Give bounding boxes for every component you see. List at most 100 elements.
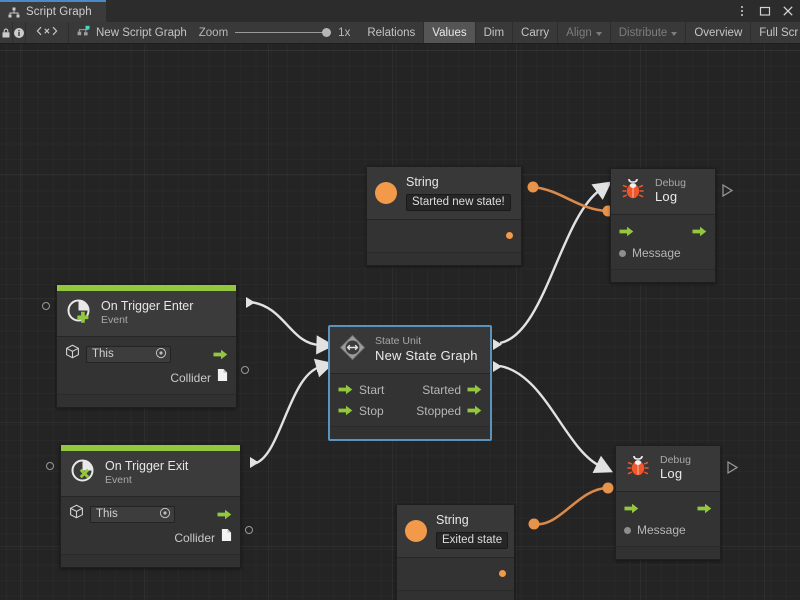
flow-out-arrow[interactable]: [213, 349, 228, 360]
node-footer: [611, 269, 715, 282]
node-debug-log-bottom[interactable]: Debug Log Message: [615, 445, 721, 560]
overview-button[interactable]: Overview: [686, 22, 752, 43]
node-footer: [367, 251, 521, 265]
trigger-enter-external-value-in[interactable]: [42, 302, 50, 310]
window-titlebar: Script Graph: [0, 0, 800, 22]
zoom-slider[interactable]: [235, 27, 332, 38]
variables-icon-button[interactable]: [26, 22, 69, 43]
trigger-exit-external-value-in[interactable]: [46, 462, 54, 470]
relations-button[interactable]: Relations: [359, 22, 425, 43]
node-header: String Exited state: [397, 505, 514, 558]
zoom-slider-handle[interactable]: [322, 28, 332, 37]
node-header: State Unit New State Graph: [330, 327, 490, 374]
string-output-port[interactable]: [499, 570, 506, 578]
state-output-started-label: Started: [422, 382, 461, 397]
gameobject-cube-icon: [69, 504, 84, 524]
node-footer: [397, 589, 514, 600]
fullscreen-button[interactable]: Full Scr: [751, 22, 800, 43]
event-plus-icon: [66, 298, 92, 329]
flow-in-arrow[interactable]: [338, 405, 353, 416]
flow-out-arrow[interactable]: [697, 503, 712, 514]
trigger-enter-external-collider-out[interactable]: [241, 366, 249, 374]
flow-in-arrow[interactable]: [624, 503, 639, 514]
trigger-enter-external-flow-out[interactable]: [245, 296, 256, 309]
state-output-stopped-label: Stopped: [416, 403, 461, 418]
flow-out-arrow[interactable]: [467, 405, 482, 416]
edge-endpoint-source: [527, 181, 539, 193]
target-picker-icon[interactable]: [159, 507, 171, 522]
tab-label: Script Graph: [26, 6, 92, 18]
maximize-icon[interactable]: [759, 5, 771, 17]
tab-script-graph[interactable]: Script Graph: [0, 0, 106, 22]
debug-bottom-external-flow-port[interactable]: [727, 461, 738, 474]
target-value: This: [92, 348, 114, 360]
flow-in-arrow[interactable]: [619, 226, 634, 237]
trigger-exit-external-flow-out[interactable]: [249, 456, 260, 469]
node-body: Start Started Stop Stopped: [330, 374, 490, 421]
node-string-bottom[interactable]: String Exited state: [396, 504, 515, 600]
edge-started-to-debug-top: [499, 181, 612, 345]
zoom-control[interactable]: Zoom 1x: [197, 22, 360, 43]
trigger-exit-external-collider-out[interactable]: [245, 526, 253, 534]
edge-stopped-to-debug-bottom: [499, 364, 613, 474]
graph-toolbar: New Script Graph Zoom 1x Relations Value…: [0, 22, 800, 44]
node-header: On Trigger Enter Event: [57, 291, 236, 337]
node-title: String: [436, 513, 469, 527]
debug-bug-icon: [625, 453, 651, 484]
flow-out-arrow[interactable]: [692, 226, 707, 237]
collider-document-icon[interactable]: [217, 368, 228, 387]
string-output-port[interactable]: [506, 232, 513, 240]
target-picker-icon[interactable]: [155, 347, 167, 362]
debug-top-external-flow-port[interactable]: [722, 184, 733, 197]
state-input-stop-label: Stop: [359, 403, 384, 418]
node-header: Debug Log: [611, 169, 715, 215]
edge-string-bottom-to-message: [533, 486, 609, 526]
values-button[interactable]: Values: [424, 22, 476, 43]
graph-canvas[interactable]: String Started new state!: [0, 44, 800, 600]
state-unit-external-start-in[interactable]: [316, 338, 327, 351]
message-input-port[interactable]: [619, 249, 626, 257]
flow-out-arrow[interactable]: [217, 509, 232, 520]
state-unit-external-stopped-out[interactable]: [492, 360, 503, 373]
string-value-input[interactable]: Exited state: [436, 531, 509, 549]
zoom-label: Zoom: [198, 26, 229, 39]
state-unit-external-started-out[interactable]: [492, 338, 503, 351]
node-body: [397, 558, 514, 585]
string-value-input[interactable]: Started new state!: [406, 193, 511, 211]
graph-name-field[interactable]: New Script Graph: [69, 22, 197, 43]
target-dropdown[interactable]: This: [90, 505, 175, 523]
state-unit-external-stop-in[interactable]: [316, 360, 327, 373]
dim-button[interactable]: Dim: [476, 22, 514, 43]
code-brackets-icon: [34, 25, 60, 40]
string-orange-circle-icon: [405, 519, 427, 542]
node-debug-log-top[interactable]: Debug Log Message: [610, 168, 716, 283]
collider-document-icon[interactable]: [221, 528, 232, 547]
target-value: This: [96, 508, 118, 520]
flow-in-arrow[interactable]: [338, 384, 353, 395]
node-state-unit[interactable]: State Unit New State Graph Start Started: [329, 326, 491, 440]
debug-bug-icon: [620, 176, 646, 207]
state-input-start-label: Start: [359, 382, 385, 397]
node-on-trigger-exit[interactable]: On Trigger Exit Event This: [60, 444, 241, 568]
node-header: String Started new state!: [367, 167, 521, 220]
carry-button[interactable]: Carry: [513, 22, 559, 43]
align-dropdown[interactable]: Align: [558, 22, 611, 43]
node-string-top[interactable]: String Started new state!: [366, 166, 522, 266]
node-header: On Trigger Exit Event: [61, 451, 240, 497]
flow-out-arrow[interactable]: [467, 384, 482, 395]
message-input-port[interactable]: [624, 526, 631, 534]
gameobject-cube-icon: [65, 344, 80, 364]
node-title: New State Graph: [375, 347, 478, 363]
lock-icon[interactable]: [0, 22, 13, 43]
target-dropdown[interactable]: This: [86, 345, 171, 363]
info-icon[interactable]: [13, 22, 26, 43]
node-on-trigger-enter[interactable]: On Trigger Enter Event This: [56, 284, 237, 408]
distribute-dropdown[interactable]: Distribute: [611, 22, 687, 43]
distribute-label: Distribute: [618, 26, 668, 39]
node-subtitle: Event: [101, 314, 128, 327]
more-options-icon[interactable]: [736, 5, 748, 17]
collider-label: Collider: [170, 370, 211, 385]
message-label: Message: [637, 523, 686, 537]
close-icon[interactable]: [782, 5, 794, 17]
message-label: Message: [632, 246, 681, 260]
